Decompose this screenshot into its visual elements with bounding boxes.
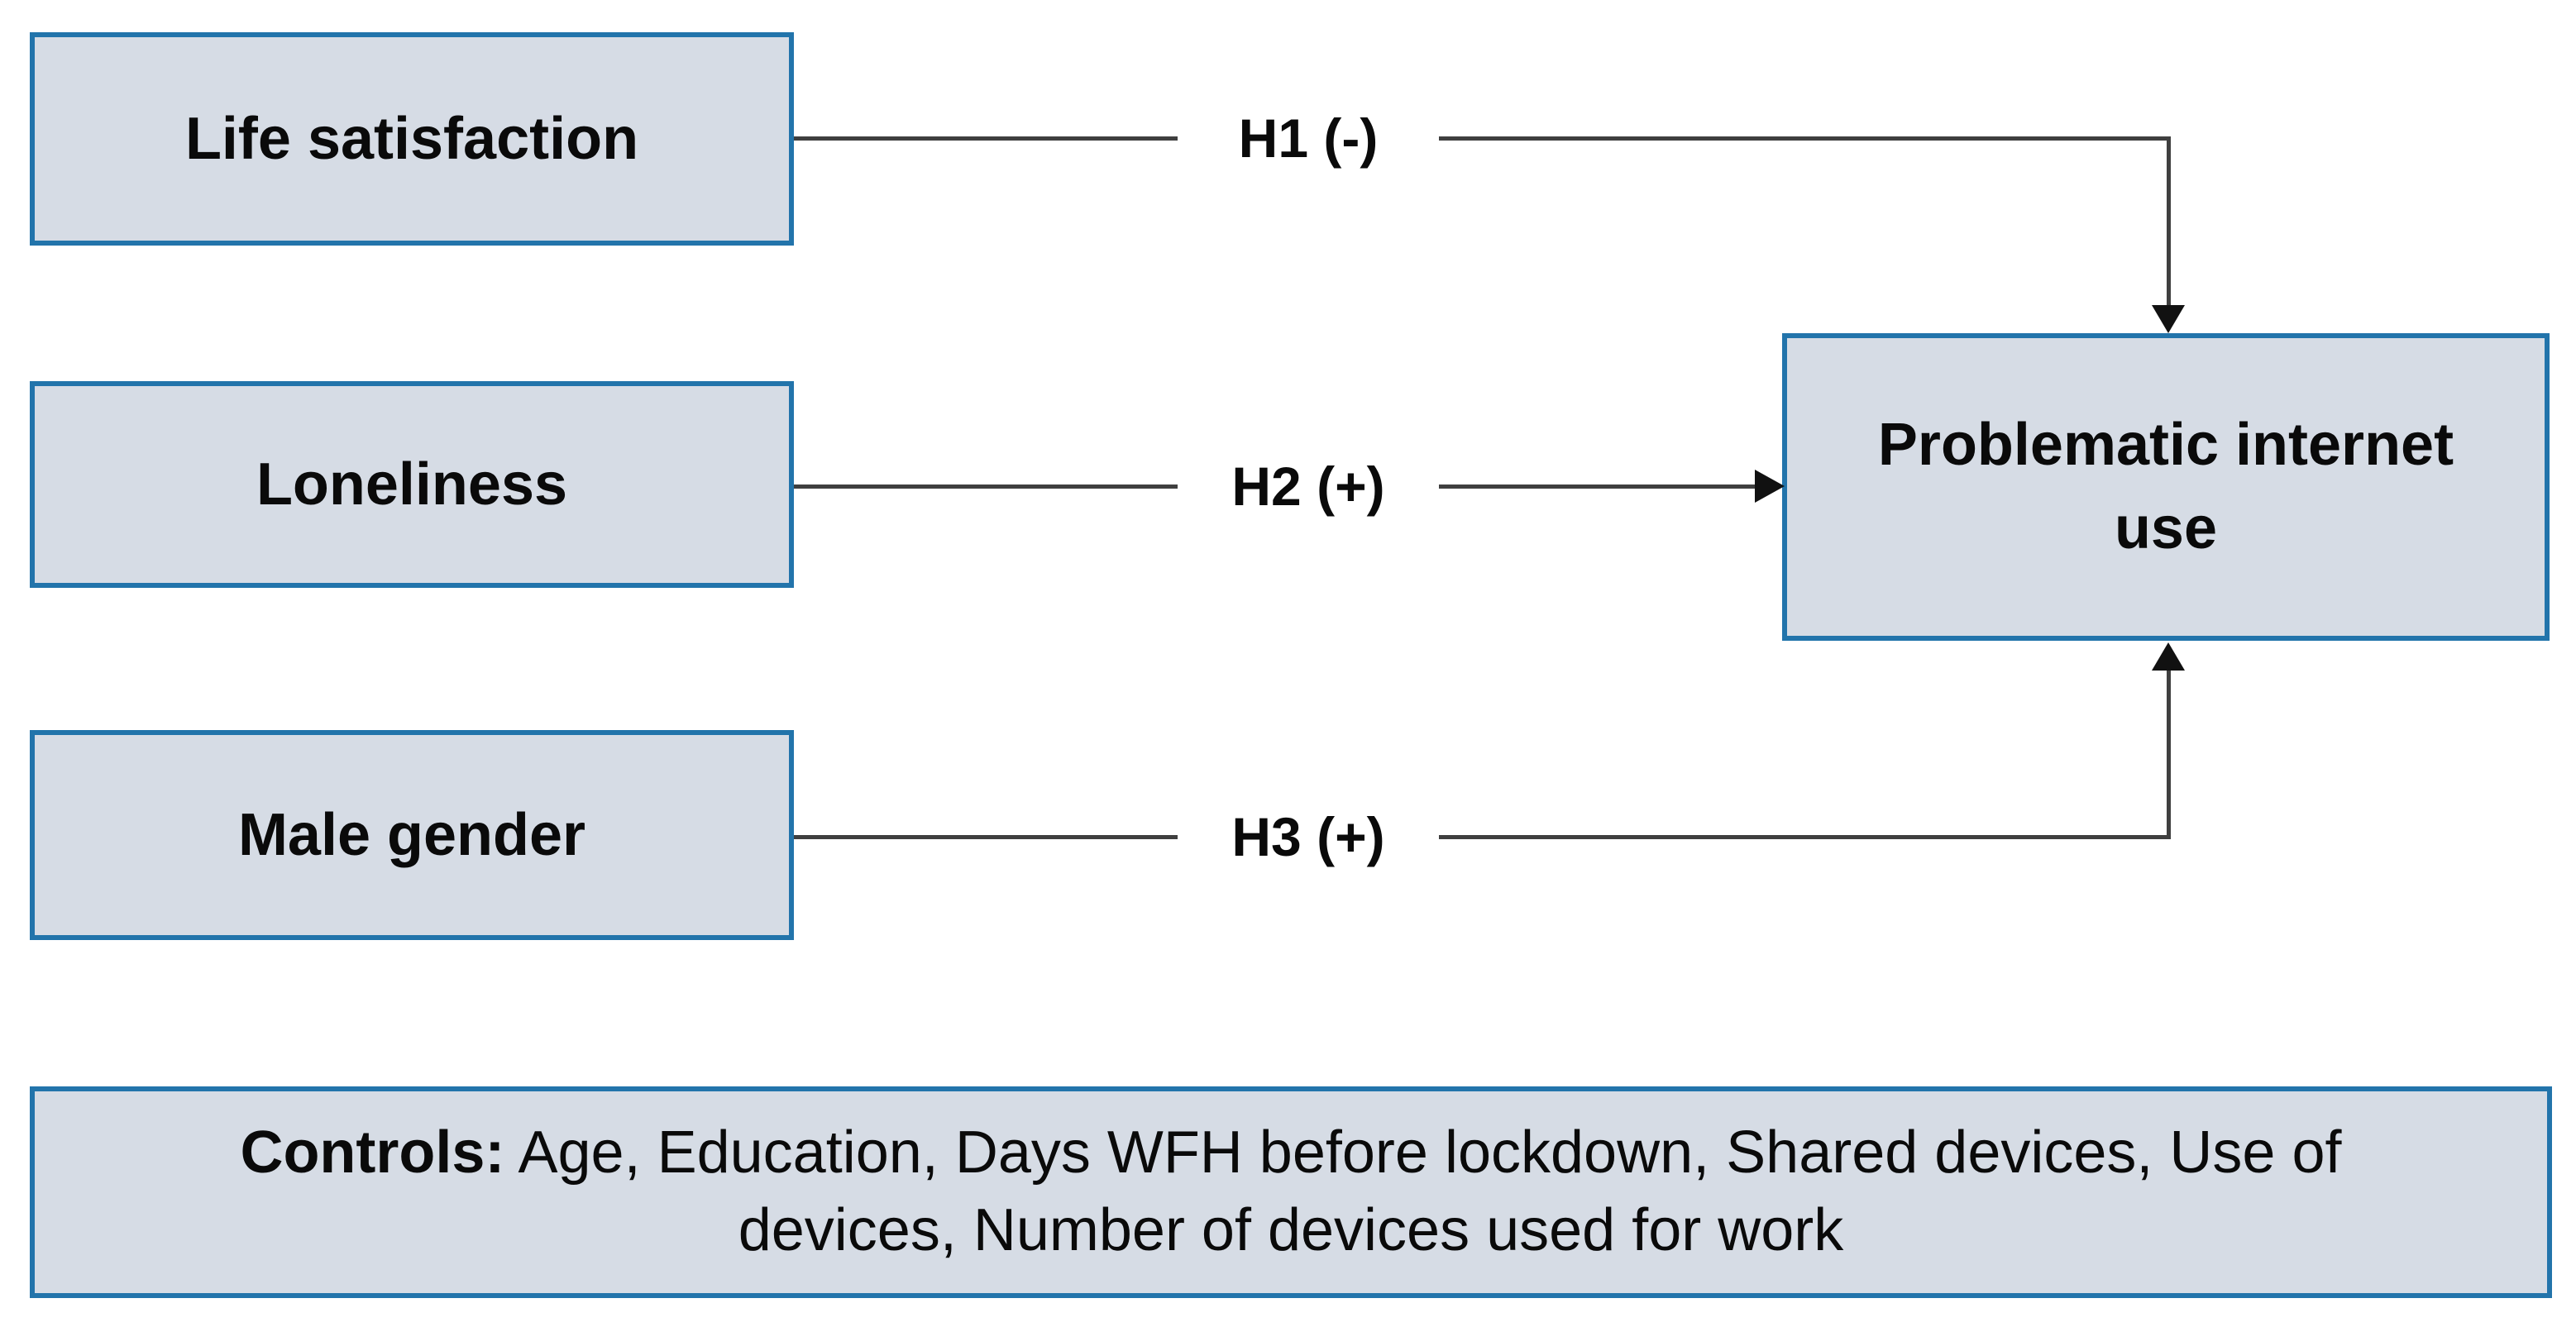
predictor-label-male-gender: Male gender	[237, 801, 586, 868]
h3-arrowhead-up-icon	[2152, 642, 2185, 671]
h2-connector-line-left	[794, 484, 1178, 489]
predictor-label-life-satisfaction: Life satisfaction	[184, 105, 639, 172]
h3-connector-line-right	[1439, 835, 2170, 839]
h1-connector-line-left	[794, 136, 1178, 141]
h1-hypothesis-label: H1 (-)	[1238, 107, 1379, 169]
h3-hypothesis-label: H3 (+)	[1231, 806, 1385, 867]
controls-prefix-label: Controls:	[240, 1119, 505, 1186]
h1-arrowhead-down-icon	[2152, 305, 2185, 333]
predictor-box-loneliness: Loneliness	[30, 381, 794, 588]
h1-connector-line-right	[1439, 136, 2170, 141]
controls-text: Controls: Age, Education, Days WFH befor…	[174, 1115, 2407, 1269]
controls-box: Controls: Age, Education, Days WFH befor…	[30, 1086, 2552, 1298]
h1-connector-line-vertical	[2167, 136, 2171, 305]
outcome-box-problematic-internet-use: Problematic internet use	[1782, 333, 2550, 641]
outcome-label-problematic-internet-use: Problematic internet use	[1877, 412, 2454, 561]
predictor-label-loneliness: Loneliness	[256, 451, 568, 518]
h2-connector-line-right	[1439, 484, 1755, 489]
controls-list-text: Age, Education, Days WFH before lockdown…	[504, 1119, 2342, 1263]
predictor-box-male-gender: Male gender	[30, 730, 794, 940]
predictor-box-life-satisfaction: Life satisfaction	[30, 32, 794, 246]
h3-connector-line-vertical	[2167, 671, 2171, 839]
h3-connector-line-left	[794, 835, 1178, 839]
h2-hypothesis-label: H2 (+)	[1231, 456, 1385, 517]
h2-arrowhead-right-icon	[1755, 470, 1785, 503]
